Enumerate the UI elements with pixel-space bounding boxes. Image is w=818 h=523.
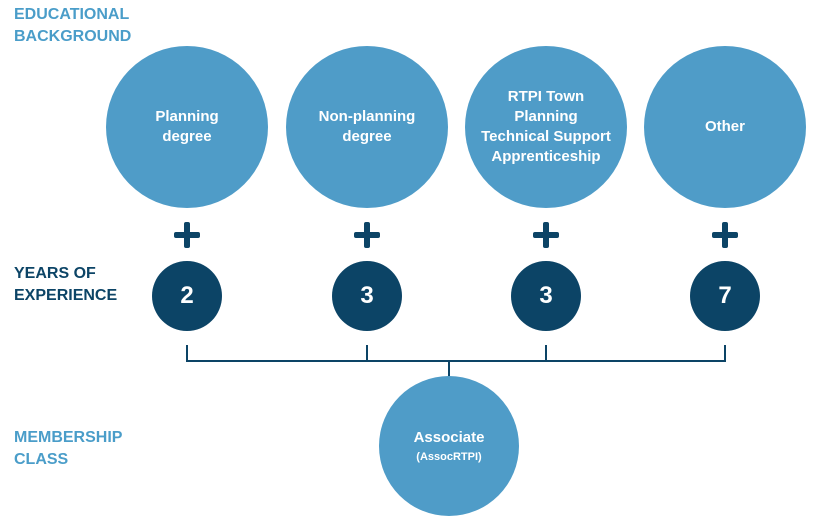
connector-drop-4 — [724, 345, 726, 362]
membership-class-label: MEMBERSHIP CLASS — [14, 429, 123, 468]
background-circle-rtpi-apprenticeship: RTPI Town Planning Technical Support App… — [465, 46, 627, 208]
background-circle-other: Other — [644, 46, 806, 208]
plus-icon — [174, 222, 200, 248]
plus-icon — [533, 222, 559, 248]
background-circle-planning-degree: Planning degree — [106, 46, 268, 208]
plus-icon — [354, 222, 380, 248]
connector-stem — [448, 360, 450, 378]
background-circle-non-planning-degree: Non-planning degree — [286, 46, 448, 208]
years-circle-non-planning-degree: 3 — [332, 261, 402, 331]
connector-horizontal — [186, 360, 726, 362]
connector-drop-1 — [186, 345, 188, 362]
membership-circle-associate: Associate (AssocRTPI) — [379, 376, 519, 516]
membership-title: Associate — [413, 428, 485, 446]
plus-icon — [712, 222, 738, 248]
years-circle-planning-degree: 2 — [152, 261, 222, 331]
connector-drop-2 — [366, 345, 368, 362]
membership-abbreviation: (AssocRTPI) — [416, 450, 482, 463]
educational-background-label: EDUCATIONAL BACKGROUND — [14, 6, 132, 45]
years-circle-other: 7 — [690, 261, 760, 331]
years-circle-rtpi-apprenticeship: 3 — [511, 261, 581, 331]
years-of-experience-label: YEARS OF EXPERIENCE — [14, 265, 118, 304]
connector-drop-3 — [545, 345, 547, 362]
